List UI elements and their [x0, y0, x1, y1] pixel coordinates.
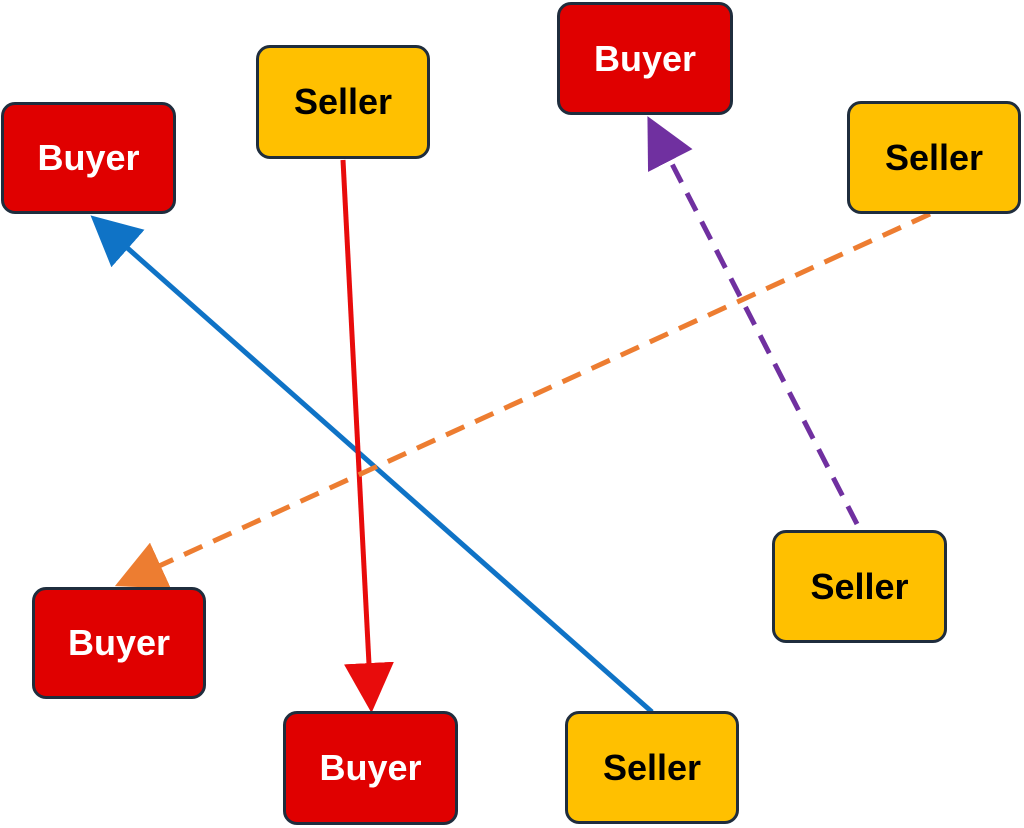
seller-label: Seller — [602, 746, 702, 788]
arrow-seller-to-buyer-red — [340, 159, 394, 713]
buyer-box-top-left: Buyer — [1, 102, 176, 214]
seller-label: Seller — [810, 565, 909, 607]
seller-box-bottom-right: Seller — [772, 530, 947, 643]
buyer-label: Buyer — [67, 622, 171, 663]
seller-box-right: Seller — [847, 101, 1021, 214]
arrow-seller-to-buyer-purple-dashed — [647, 116, 860, 526]
buyer-box-bottom-center: Buyer — [283, 711, 458, 825]
buyer-label: Buyer — [37, 137, 140, 178]
buyer-box-top-right: Buyer — [557, 2, 733, 115]
buyer-box-bottom-left: Buyer — [32, 587, 206, 699]
arrow-seller-to-buyer-orange-dashed — [114, 211, 932, 589]
buyer-label: Buyer — [593, 37, 697, 79]
seller-box-top-center: Seller — [256, 45, 430, 159]
seller-box-bottom-center: Seller — [565, 711, 739, 824]
seller-label: Seller — [293, 81, 393, 122]
buyer-label: Buyer — [319, 747, 422, 788]
seller-label: Seller — [884, 136, 984, 178]
